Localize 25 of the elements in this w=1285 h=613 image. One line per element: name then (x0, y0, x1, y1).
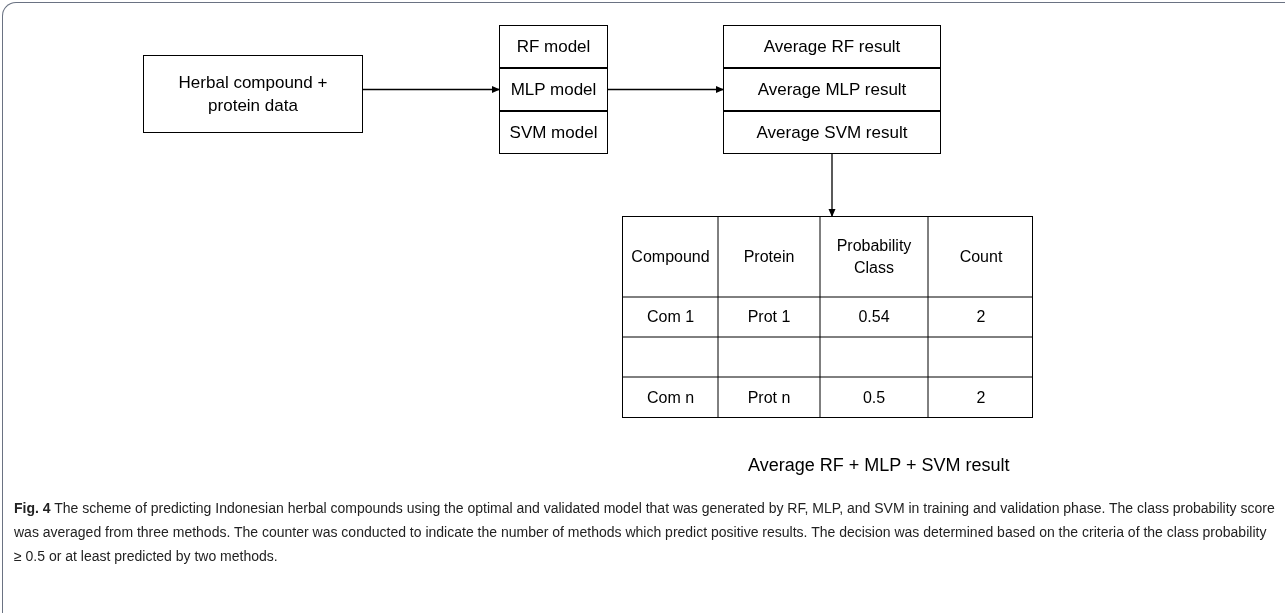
process-box: Average SVM result (723, 111, 941, 154)
table-cell-text: Com 1 (645, 307, 696, 327)
process-box: Average RF result (723, 25, 941, 68)
figure-caption: Fig. 4 The scheme of predicting Indonesian herbal compounds using the optimal and validated model that was generated by RF, MLP, and SVM in training and validation phase. The class probability score was averaged from three methods. The counter was conducted to indicate the number of methods which predict positive results. The decision was determined based on the criteria of the class probability ≥ 0.5 or at least predicted by two methods. (14, 499, 1276, 566)
table-cell-text: 2 (975, 388, 987, 408)
table-cell-text: Prot n (746, 388, 792, 408)
table-cell-text: Prot 1 (746, 307, 792, 327)
process-box: MLP model (499, 68, 608, 111)
table-cell-text: Count (958, 247, 1004, 267)
arrow (828, 153, 836, 217)
process-box: SVM model (499, 111, 608, 154)
table-caption: Average RF + MLP + SVM result (748, 454, 1010, 477)
result-table (622, 216, 1033, 418)
process-box: Average MLP result (723, 68, 941, 111)
table-cell-text: 0.54 (857, 307, 891, 327)
arrow (607, 86, 724, 93)
table-cell-text: 2 (975, 307, 987, 327)
process-box: RF model (499, 25, 608, 68)
process-box: Herbal compound + protein data (143, 55, 363, 133)
table-cell-text: Protein (742, 247, 796, 267)
table-cell-text: 0.5 (861, 388, 887, 408)
arrow (362, 86, 500, 93)
table-cell-text: Com n (645, 388, 696, 408)
table-cell-text: Probability Class (835, 236, 913, 278)
table-cell-text: Compound (630, 247, 711, 267)
